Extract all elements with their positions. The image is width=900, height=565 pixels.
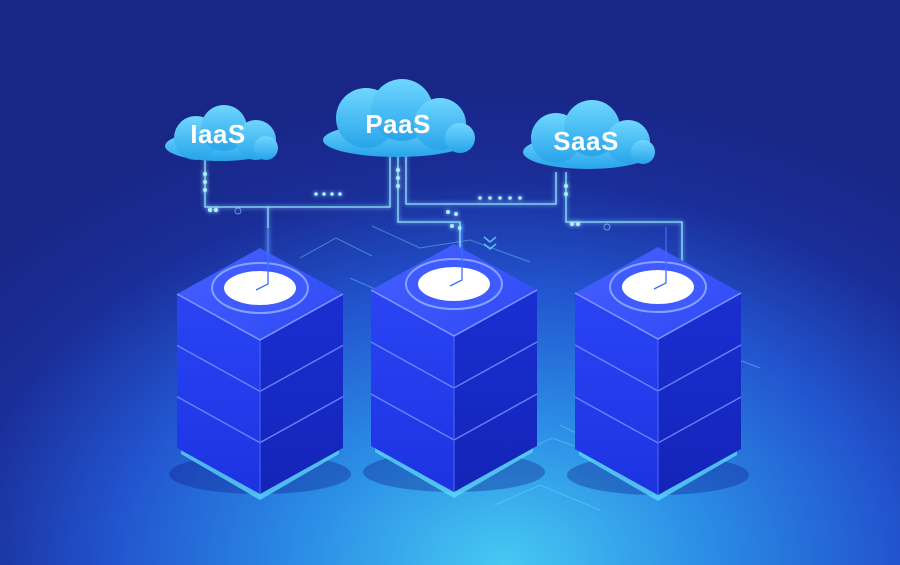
- server-stack-saas: [567, 227, 749, 501]
- cloud-label-paas: PaaS: [365, 109, 431, 139]
- server-left-face: [177, 294, 260, 494]
- cloud-saas: [523, 100, 655, 169]
- server-stacks: [169, 224, 749, 501]
- server-right-face: [454, 290, 537, 492]
- server-right-face: [658, 293, 741, 495]
- server-connector: [653, 227, 667, 290]
- chevron-down-icon: [483, 236, 497, 251]
- server-top-rim: [574, 292, 742, 340]
- connection-dots: [203, 168, 581, 230]
- server-top-rim: [176, 293, 344, 341]
- server-stack-paas: [363, 224, 545, 498]
- cloud-iaas: [165, 105, 278, 161]
- server-top-rim: [370, 289, 538, 337]
- server-left-face: [371, 290, 454, 492]
- cloud-label-iaas: IaaS: [190, 119, 246, 149]
- server-right-face: [260, 294, 343, 494]
- server-connector: [255, 228, 269, 291]
- server-left-face: [575, 293, 658, 495]
- server-connector: [449, 224, 463, 287]
- cloud-paas: [323, 79, 475, 157]
- cloud-label-saas: SaaS: [553, 126, 619, 156]
- server-stack-iaas: [169, 228, 351, 500]
